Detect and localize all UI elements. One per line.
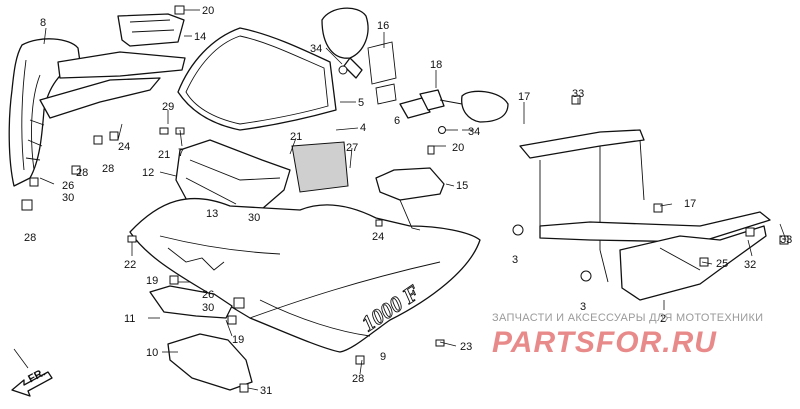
callout-12: 12: [142, 167, 154, 179]
rear-view-mirror: [321, 7, 397, 105]
spoiler-piece: [375, 167, 445, 231]
turn-signal-assembly: [399, 89, 509, 123]
callout-28: 28: [352, 373, 364, 385]
callout-28: 28: [102, 163, 114, 175]
callout-26: 26: [62, 180, 74, 192]
callout-15: 15: [456, 180, 468, 192]
callout-18: 18: [430, 59, 442, 71]
callout-33: 33: [572, 88, 584, 100]
callout-21: 21: [290, 131, 302, 143]
callout-13: 13: [206, 208, 218, 220]
callout-17: 17: [684, 198, 696, 210]
bottom-cover-panel: [167, 333, 253, 391]
callout-11: 11: [124, 313, 135, 325]
callout-28: 28: [24, 232, 36, 244]
callout-30: 30: [248, 212, 260, 224]
callout-3: 3: [512, 254, 518, 266]
callout-34: 34: [310, 43, 322, 55]
callout-31: 31: [260, 385, 272, 397]
bolt-20-top: [174, 5, 185, 15]
callout-numbers: 20 14 8 16 34 18 5 4 6 34 17 33 29 21 7 …: [24, 5, 792, 397]
upper-trim-piece: [117, 13, 185, 47]
callout-20: 20: [452, 142, 464, 154]
callout-34: 34: [468, 126, 480, 138]
callout-17: 17: [518, 91, 530, 103]
callout-24: 24: [118, 141, 130, 153]
fairing-stay-frame: [519, 129, 771, 301]
callout-16: 16: [377, 20, 389, 32]
callout-28: 28: [76, 167, 88, 179]
inner-fairing-panel-left: [8, 38, 186, 187]
small-fasteners: [21, 95, 789, 393]
callout-3: 3: [580, 301, 586, 313]
callout-33: 33: [780, 234, 792, 246]
callout-2: 2: [660, 313, 666, 325]
bolt-34-signal: [438, 126, 458, 134]
callout-4: 4: [360, 122, 366, 134]
callout-32: 32: [744, 259, 756, 271]
grommet-3-lower: [580, 270, 592, 282]
bolt-34-mirror: [338, 65, 348, 75]
callout-30: 30: [62, 192, 74, 204]
callout-29: 29: [162, 101, 174, 113]
callout-30: 30: [202, 302, 214, 314]
upper-cowl-main: [129, 197, 481, 353]
watermark-logo: PARTSFOR.RU: [492, 326, 717, 359]
callout-26: 26: [202, 289, 214, 301]
callout-9: 9: [380, 351, 386, 363]
callout-10: 10: [146, 347, 158, 359]
callout-20: 20: [202, 5, 214, 17]
lower-chin-bracket: [149, 285, 233, 319]
callout-19: 19: [232, 334, 244, 346]
callout-5: 5: [358, 97, 364, 109]
callout-24: 24: [372, 231, 384, 243]
callout-21: 21: [158, 149, 170, 161]
callout-25: 25: [716, 258, 728, 270]
grommet-3-left: [512, 224, 524, 236]
front-direction-arrow: [11, 371, 53, 397]
callout-8: 8: [40, 17, 46, 29]
callout-6: 6: [394, 115, 400, 127]
leader-lines: [13, 9, 787, 391]
callout-14: 14: [194, 31, 206, 43]
callout-27: 27: [346, 142, 358, 154]
callout-19: 19: [146, 275, 158, 287]
windscreen: [177, 27, 337, 131]
watermark-subtitle: ЗАПЧАСТИ И АКСЕССУАРЫ ДЛЯ МОТОТЕХНИКИ: [492, 312, 764, 324]
callout-23: 23: [460, 341, 472, 353]
callout-22: 22: [124, 259, 136, 271]
callout-7: 7: [178, 147, 184, 159]
